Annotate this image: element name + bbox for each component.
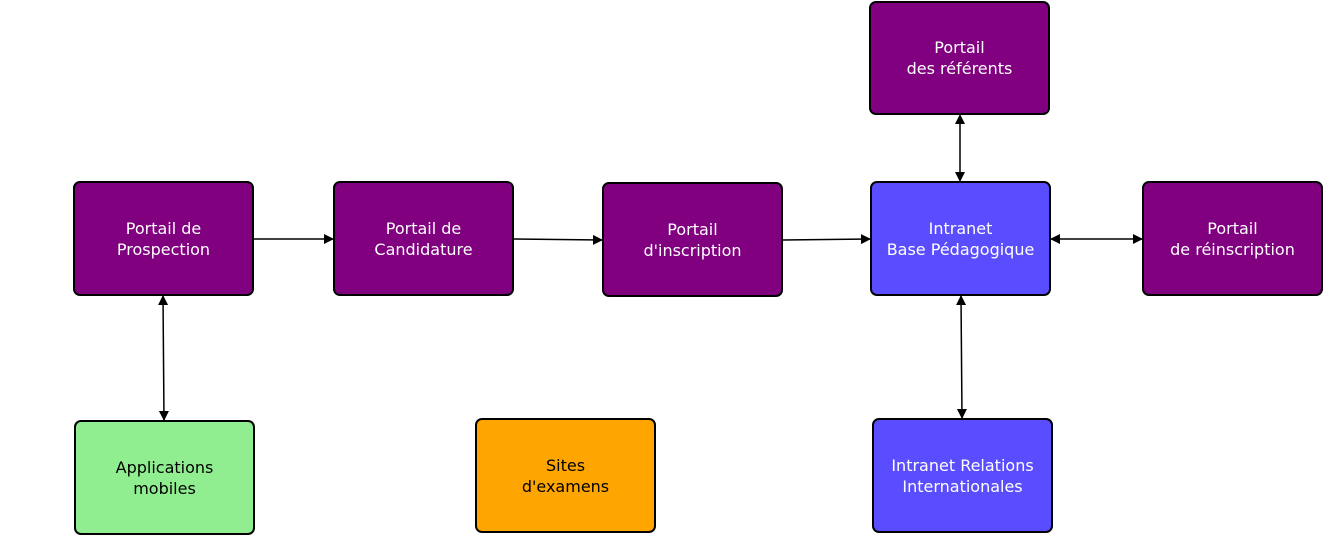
node-applications-mobiles[interactable]: Applications mobiles	[74, 420, 255, 535]
node-label-line2: d'examens	[521, 476, 610, 496]
node-label-line1: Applications	[115, 457, 214, 477]
node-portail-candidature[interactable]: Portail de Candidature	[333, 181, 514, 296]
node-portail-reinscription[interactable]: Portail de réinscription	[1142, 181, 1323, 296]
node-label-line1: Portail de	[125, 218, 202, 238]
node-intranet-base-pedagogique[interactable]: Intranet Base Pédagogique	[870, 181, 1051, 296]
node-label-line2: mobiles	[133, 478, 196, 498]
node-label-line1: Portail	[934, 38, 985, 57]
node-portail-referents[interactable]: Portail des référents	[869, 1, 1050, 115]
node-label-line1: Portail	[1207, 218, 1258, 238]
edge-candidature-inscription	[513, 234, 603, 245]
node-label-line2: Prospection	[116, 239, 211, 259]
node-label-line1: Portail	[667, 219, 718, 239]
edge-intranet-relations	[956, 295, 967, 419]
node-label-line2: de réinscription	[1170, 239, 1295, 259]
node-label-line2: des référents	[906, 59, 1013, 78]
node-sites-examens[interactable]: Sites d'examens	[475, 418, 656, 533]
node-label-line1: Sites	[545, 455, 586, 475]
node-label-line1: Portail de	[385, 218, 462, 238]
node-portail-inscription[interactable]: Portail d'inscription	[602, 182, 783, 297]
edge-inscription-intranet	[782, 234, 871, 245]
edge-prospection-mobiles	[158, 295, 169, 421]
node-label-line1: Intranet	[928, 218, 993, 238]
node-label-line2: d'inscription	[643, 240, 742, 260]
node-intranet-relations-internationales[interactable]: Intranet Relations Internationales	[872, 418, 1053, 533]
node-label-line2: Internationales	[902, 476, 1023, 496]
node-label-line1: Intranet Relations	[891, 455, 1034, 475]
node-label-line2: Base Pédagogique	[886, 239, 1035, 259]
node-portail-prospection[interactable]: Portail de Prospection	[73, 181, 254, 296]
node-label-line2: Candidature	[374, 239, 473, 259]
